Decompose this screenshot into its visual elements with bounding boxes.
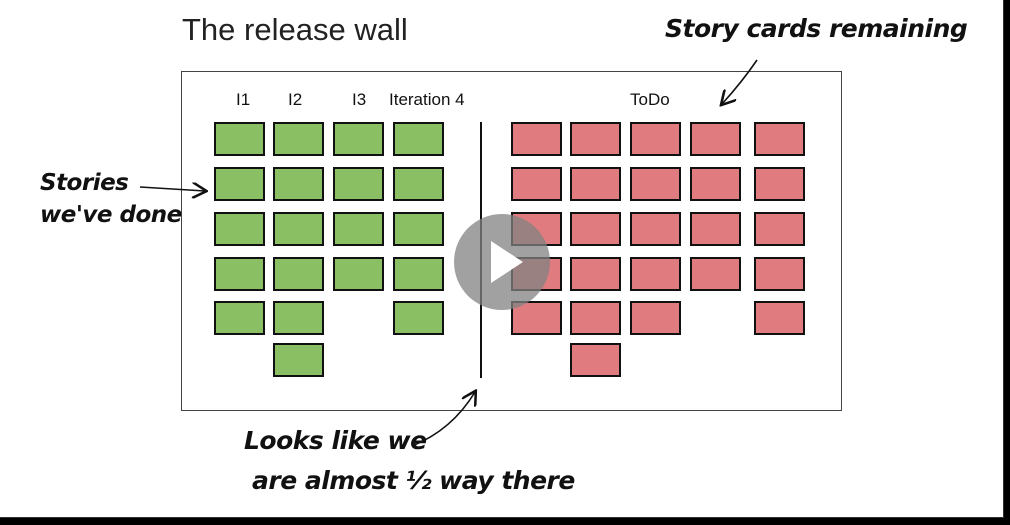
done-story-card: [214, 257, 265, 291]
annotation-progress-line2: are almost ½ way there: [252, 466, 575, 495]
done-story-card: [273, 257, 324, 291]
column-label-i2: I2: [288, 90, 303, 109]
done-story-card: [393, 212, 444, 246]
done-story-card: [273, 343, 324, 377]
done-story-card: [214, 122, 265, 156]
todo-story-card: [690, 212, 741, 246]
done-story-card: [333, 257, 384, 291]
todo-story-card: [754, 122, 805, 156]
arrow-to-done-cards: [139, 187, 205, 191]
todo-story-card: [570, 212, 621, 246]
done-story-card: [393, 301, 444, 335]
column-label-todo: ToDo: [630, 90, 670, 109]
column-label-i3: I3: [352, 90, 367, 109]
annotation-arrows: [139, 59, 758, 447]
play-icon[interactable]: [454, 214, 550, 310]
done-story-card: [214, 167, 265, 201]
done-story-card: [333, 212, 384, 246]
todo-story-card: [570, 257, 621, 291]
todo-story-card: [690, 257, 741, 291]
slide-title: The release wall: [182, 12, 408, 47]
todo-story-card: [754, 167, 805, 201]
todo-story-card: [630, 301, 681, 335]
todo-story-card: [511, 167, 562, 201]
done-story-card: [214, 212, 265, 246]
arrow-to-divider: [411, 392, 475, 447]
column-label-i1: I1: [236, 90, 251, 109]
todo-story-card: [630, 122, 681, 156]
done-story-card: [273, 301, 324, 335]
todo-story-card: [754, 257, 805, 291]
arrow-to-todo-cards: [722, 59, 758, 104]
todo-story-card: [570, 343, 621, 377]
todo-story-card: [754, 301, 805, 335]
annotation-remaining: Story cards remaining: [665, 14, 968, 43]
done-story-card: [214, 301, 265, 335]
todo-story-card: [630, 212, 681, 246]
todo-story-card: [630, 257, 681, 291]
done-story-card: [393, 122, 444, 156]
annotation-stories-line2: we've done: [40, 202, 182, 228]
done-story-card: [273, 167, 324, 201]
todo-story-card: [754, 212, 805, 246]
todo-story-card: [511, 122, 562, 156]
todo-story-card: [690, 122, 741, 156]
column-label-iteration-4: Iteration 4: [389, 90, 465, 109]
done-story-card: [273, 212, 324, 246]
done-story-card: [333, 122, 384, 156]
annotation-stories-line1: Stories: [40, 170, 129, 196]
done-story-card: [273, 122, 324, 156]
todo-story-card: [570, 301, 621, 335]
todo-story-card: [570, 167, 621, 201]
done-story-card: [393, 257, 444, 291]
todo-story-card: [690, 167, 741, 201]
annotation-progress-line1: Looks like we: [244, 426, 427, 455]
todo-story-card: [570, 122, 621, 156]
todo-story-card: [630, 167, 681, 201]
done-story-card: [393, 167, 444, 201]
release-wall: [181, 71, 842, 411]
done-story-card: [333, 167, 384, 201]
